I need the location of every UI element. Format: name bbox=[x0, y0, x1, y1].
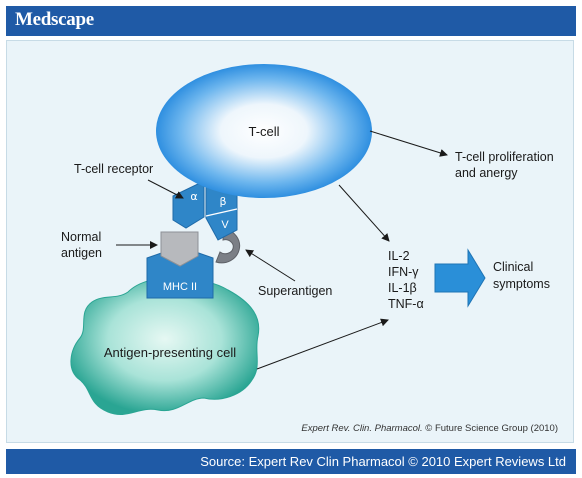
t-cell-shape bbox=[156, 64, 372, 198]
cytokine-ifn-gamma: IFN-γ bbox=[388, 265, 419, 279]
brand-logo: Medscape bbox=[15, 9, 94, 30]
normal-antigen-label-line1: Normal bbox=[61, 230, 101, 244]
outcome-label-line1: T-cell proliferation bbox=[455, 150, 554, 164]
arrow-apc-cytokines bbox=[256, 318, 389, 370]
clinical-label-line2: symptoms bbox=[493, 277, 550, 291]
tcr-beta-label: β bbox=[219, 195, 226, 208]
clinical-label-line1: Clinical bbox=[493, 260, 533, 274]
footer-bar: Source: Expert Rev Clin Pharmacol © 2010… bbox=[6, 449, 576, 474]
header-bar: Medscape bbox=[6, 6, 576, 36]
credit-rest: © Future Science Group (2010) bbox=[423, 423, 558, 434]
tcr-alpha-label: α bbox=[190, 190, 197, 203]
superantigen-shape bbox=[215, 228, 241, 264]
credit-journal: Expert Rev. Clin. Pharmacol. bbox=[301, 423, 422, 434]
clinical-arrow bbox=[434, 248, 486, 308]
tcr-label: T-cell receptor bbox=[74, 162, 153, 176]
arrow-tcell-outcome bbox=[369, 130, 448, 157]
cytokine-il2: IL-2 bbox=[388, 249, 410, 263]
superantigen-label: Superantigen bbox=[258, 284, 332, 298]
cytokine-il1-beta: IL-1β bbox=[388, 281, 417, 295]
arrow-tcell-cytokines bbox=[338, 184, 390, 242]
mhc-ii-label: MHC II bbox=[163, 281, 197, 293]
arrow-tcr bbox=[147, 179, 184, 199]
antigen-presenting-cell-shape bbox=[70, 276, 260, 415]
normal-antigen-label-line2: antigen bbox=[61, 246, 102, 260]
tcr-alpha-chain bbox=[172, 180, 205, 229]
outcome-label-line2: and anergy bbox=[455, 166, 518, 180]
figure-credit: Expert Rev. Clin. Pharmacol. © Future Sc… bbox=[301, 423, 558, 434]
normal-antigen-shape bbox=[160, 231, 199, 267]
t-cell-label: T-cell bbox=[248, 124, 279, 139]
apc-label: Antigen-presenting cell bbox=[104, 345, 236, 360]
tcr-v-label: V bbox=[221, 219, 229, 231]
source-text: Source: Expert Rev Clin Pharmacol © 2010… bbox=[200, 454, 566, 469]
cytokine-tnf-alpha: TNF-α bbox=[388, 297, 424, 311]
arrow-superantigen bbox=[245, 249, 296, 282]
